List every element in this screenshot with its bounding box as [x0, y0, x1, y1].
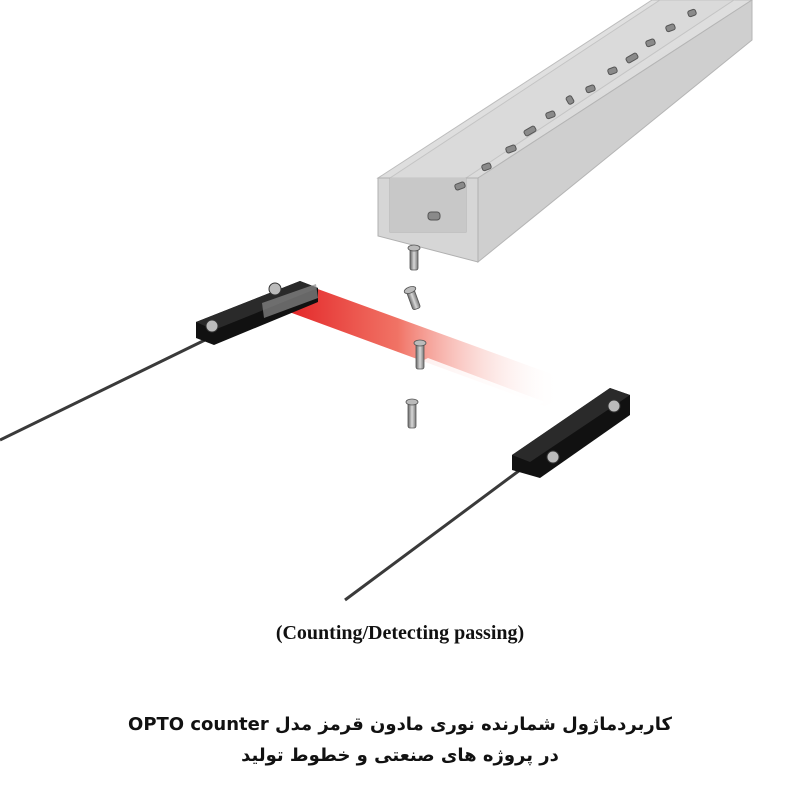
right-sensor-cable	[344, 468, 521, 602]
opto-counter-illustration	[0, 0, 753, 602]
right-sensor-receiver	[512, 388, 630, 478]
left-sensor-cable	[0, 338, 206, 442]
infrared-beam	[262, 288, 590, 406]
caption-counting-detecting: (Counting/Detecting passing)	[275, 622, 525, 644]
aluminium-channel-rail	[376, 0, 753, 264]
left-sensor-emitter	[196, 281, 318, 345]
beam-gap	[420, 358, 545, 406]
falling-screws	[403, 244, 427, 429]
description-line-1: کاربردماژول شمارنده نوری مادون قرمز مدل …	[128, 714, 672, 735]
description-line-2: در پروژه های صنعتی و خطوط تولید	[241, 745, 559, 766]
rail-screws	[427, 8, 697, 221]
